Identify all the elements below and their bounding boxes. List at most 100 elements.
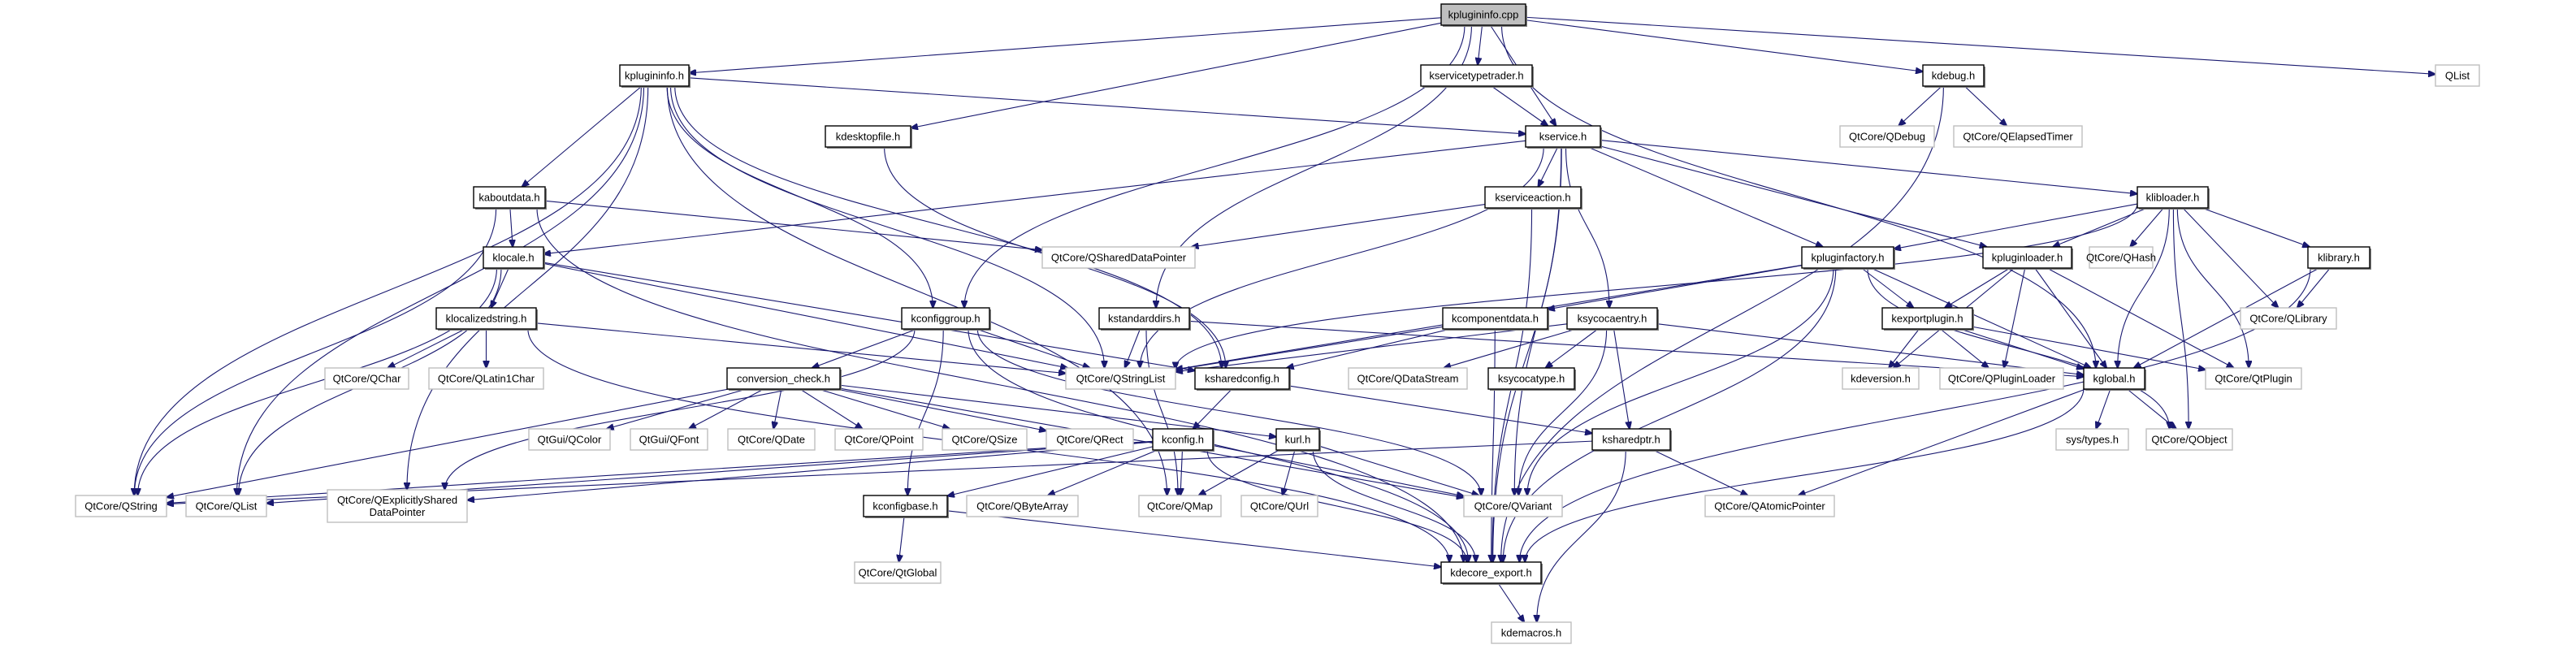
node-qtcore-qrect[interactable]: QtCore/QRect [1046, 428, 1134, 451]
node-qtcore-qlist[interactable]: QtCore/QList [185, 495, 267, 517]
node-box [834, 428, 924, 451]
edge-kaboutdata-h-to-kdecore-export-h [536, 207, 1463, 562]
node-box [1839, 125, 1935, 148]
edge-kglobal-h-to-qobject [2127, 388, 2176, 429]
edge-conversion-check-h-to-qrect [836, 388, 1046, 431]
node-qtcore-qdatastream[interactable]: QtCore/QDataStream [1348, 367, 1468, 390]
node-label: QtCore/QSize [952, 434, 1018, 446]
node-box [528, 428, 611, 451]
edge-kconfiggroup-h-to-kconfigbase-h [907, 328, 944, 495]
node-qtcore-qtglobal[interactable]: QtCore/QtGlobal [854, 561, 942, 584]
node-qtgui-qfont[interactable]: QtGui/QFont [630, 428, 708, 451]
node-kurl-h[interactable]: kurl.h [1275, 428, 1321, 452]
node-qtcore-qdate[interactable]: QtCore/QDate [727, 428, 816, 451]
edge-kexportplugin-h-to-kglobal-h [1959, 328, 2084, 369]
node-qtcore-qpluginloader[interactable]: QtCore/QPluginLoader [1939, 367, 2064, 390]
node-qtcore-qshareddatapointer[interactable]: QtCore/QSharedDataPointer [1041, 246, 1196, 269]
node-label: kexportplugin.h [1891, 313, 1963, 325]
node-kservicetypetrader-h[interactable]: kservicetypetrader.h [1420, 64, 1534, 88]
node-kdecore-export-h[interactable]: kdecore_export.h [1440, 561, 1543, 585]
node-qtcore-qstring[interactable]: QtCore/QString [75, 495, 167, 517]
node-kdesktopfile-h[interactable]: kdesktopfile.h [825, 125, 912, 149]
node-box [1591, 428, 1671, 451]
node-box [1484, 186, 1582, 209]
node-klocalizedstring-h[interactable]: klocalizedstring.h [435, 307, 538, 331]
edge-kplugininfo-cpp-to-kglobal-h [1500, 24, 2096, 368]
node-box [1842, 367, 1920, 390]
node-kexportplugin-h[interactable]: kexportplugin.h [1881, 307, 1974, 331]
node-label: kdesktopfile.h [836, 131, 901, 143]
node-label: kconfigbase.h [872, 500, 937, 513]
node-qlist[interactable]: QList [2435, 64, 2480, 87]
node-kglobal-h[interactable]: kglobal.h [2083, 367, 2146, 391]
node-kcomponentdata-h[interactable]: kcomponentdata.h [1442, 307, 1549, 331]
node-ksycocaentry-h[interactable]: ksycocaentry.h [1566, 307, 1659, 331]
edge-kconfig-h-to-kdecore-export-h [1206, 449, 1466, 562]
node-label: QtCore/QMap [1147, 500, 1213, 513]
node-kpluginfactory-h[interactable]: kpluginfactory.h [1801, 246, 1895, 270]
node-label: kserviceaction.h [1495, 192, 1570, 204]
node-klibrary-h[interactable]: klibrary.h [2307, 246, 2371, 270]
node-kaboutdata-h[interactable]: kaboutdata.h [473, 186, 547, 210]
node-kservice-h[interactable]: kservice.h [1525, 125, 1602, 149]
node-box [2307, 246, 2370, 269]
node-qtcore-qmap[interactable]: QtCore/QMap [1138, 495, 1222, 517]
node-kserviceaction-h[interactable]: kserviceaction.h [1484, 186, 1582, 210]
node-kdebug-h[interactable]: kdebug.h [1922, 64, 1985, 88]
node-kpluginloader-h[interactable]: kpluginloader.h [1982, 246, 2073, 270]
node-qtcore-qstringlist[interactable]: QtCore/QStringList [1065, 367, 1176, 390]
node-kplugininfo-cpp[interactable]: kplugininfo.cpp [1440, 3, 1527, 27]
node-ksharedptr-h[interactable]: ksharedptr.h [1591, 428, 1672, 452]
node-label: QList [2445, 70, 2470, 82]
node-qtcore-qvariant[interactable]: QtCore/QVariant [1463, 495, 1563, 517]
edge-kservicetypetrader-h-to-kservice-h [1491, 85, 1548, 126]
node-box [2240, 307, 2337, 330]
node-kplugininfo-h[interactable]: kplugininfo.h [619, 64, 691, 88]
node-qtcore-qbytearray[interactable]: QtCore/QByteArray [966, 495, 1079, 517]
node-qtcore-qurl[interactable]: QtCore/QUrl [1240, 495, 1318, 517]
node-qtcore-qtplugin[interactable]: QtCore/QtPlugin [2205, 367, 2302, 390]
node-qtcore-qpoint[interactable]: QtCore/QPoint [834, 428, 924, 451]
edge-kservice-h-to-klibloader-h [1600, 140, 2137, 194]
node-sys-types-h[interactable]: sys/types.h [2055, 428, 2129, 451]
node-qtcore-qhash[interactable]: QtCore/QHash [2086, 246, 2156, 269]
node-box [1491, 621, 1572, 644]
node-ksharedconfig-h[interactable]: ksharedconfig.h [1194, 367, 1291, 391]
node-qtcore-qchar[interactable]: QtCore/QChar [324, 367, 409, 390]
edge-kconfig-h-to-qexplicitlyshareddatapointer [467, 441, 1154, 500]
node-kconfigbase-h[interactable]: kconfigbase.h [863, 495, 949, 518]
edge-kpluginloader-h-to-qtplugin [2046, 267, 2234, 368]
node-kdemacros-h[interactable]: kdemacros.h [1491, 621, 1572, 644]
node-conversion-check-h[interactable]: conversion_check.h [726, 367, 842, 391]
node-qtcore-qdebug[interactable]: QtCore/QDebug [1839, 125, 1935, 148]
node-label: QtCore/QRect [1056, 434, 1123, 446]
node-kdeversion-h[interactable]: kdeversion.h [1842, 367, 1920, 390]
edge-kconfig-h-to-qmap [1180, 449, 1182, 495]
node-ksycocatype-h[interactable]: ksycocatype.h [1487, 367, 1576, 391]
edge-kdebug-h-to-qelapsedtimer [1963, 85, 2007, 126]
node-qtcore-qobject[interactable]: QtCore/QObject [2145, 428, 2233, 451]
node-label: QtGui/QFont [639, 434, 699, 446]
node-klibloader-h[interactable]: klibloader.h [2137, 186, 2210, 210]
node-box [1194, 367, 1290, 390]
edge-kconfigbase-h-to-kdecore-export-h [946, 510, 1441, 567]
node-label: klibrary.h [2318, 252, 2360, 264]
edge-kplugininfo-h-to-kservice-h [688, 77, 1526, 134]
node-qtcore-qatomicpointer[interactable]: QtCore/QAtomicPointer [1704, 495, 1835, 517]
node-klocale-h[interactable]: klocale.h [483, 246, 545, 270]
node-kconfig-h[interactable]: kconfig.h [1152, 428, 1214, 452]
node-qtcore-qlatin1char[interactable]: QtCore/QLatin1Char [428, 367, 544, 390]
edge-kpluginloader-h-to-kexportplugin-h [1945, 267, 2011, 308]
node-kstandarddirs-h[interactable]: kstandarddirs.h [1098, 307, 1191, 331]
node-qtcore-qelapsedtimer[interactable]: QtCore/QElapsedTimer [1953, 125, 2083, 148]
edge-klocale-h-to-qstringlist [543, 262, 1067, 368]
edge-conversion-check-h-to-qstring [167, 388, 730, 497]
node-qtgui-qcolor[interactable]: QtGui/QColor [528, 428, 611, 451]
node-kconfiggroup-h[interactable]: kconfiggroup.h [901, 307, 991, 331]
node-qtcore-qlibrary[interactable]: QtCore/QLibrary [2240, 307, 2337, 330]
edge-ksharedconfig-h-to-ksharedptr-h [1288, 385, 1592, 433]
node-label: QtCore/QByteArray [976, 500, 1068, 513]
node-box [1138, 495, 1222, 517]
node-qtcore-qsize[interactable]: QtCore/QSize [942, 428, 1028, 451]
